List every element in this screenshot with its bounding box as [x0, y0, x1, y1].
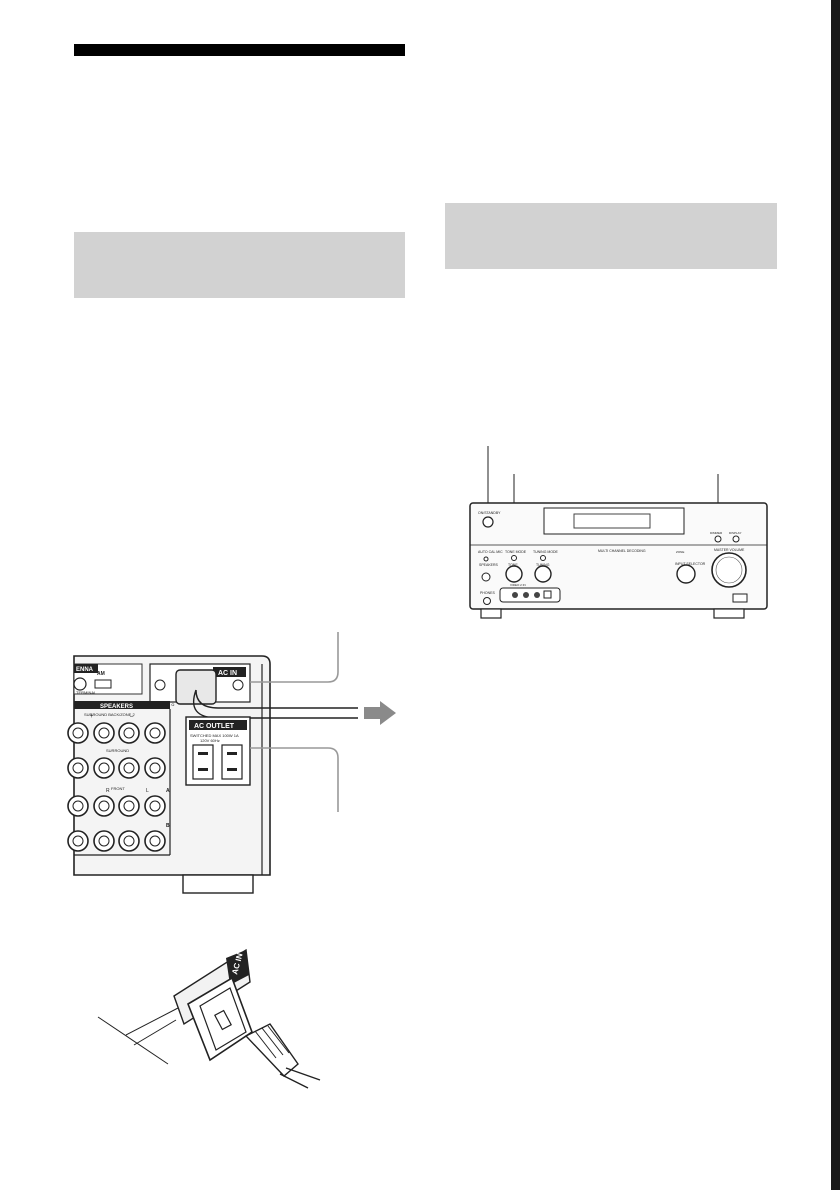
multi-channel-label: MULTI CHANNEL DECODING — [598, 549, 646, 553]
master-volume-label: MASTER VOLUME — [714, 548, 745, 552]
display-label: DISPLAY — [729, 531, 741, 535]
front-speakers-label: SPEAKERS — [479, 563, 499, 567]
front-b-label: B — [166, 823, 170, 829]
rear-ac-in-label: AC IN — [218, 670, 237, 677]
tuning-label: TUNING — [536, 563, 550, 567]
ac-outlet-label: AC OUTLET — [194, 723, 235, 730]
title-rule — [74, 44, 405, 56]
surround-back-label: SURROUND BACK/ZONE 2 — [84, 712, 135, 717]
l-label: L — [146, 788, 149, 794]
phones-label: PHONES — [480, 591, 495, 595]
tuning-mode-label: TUNING MODE — [533, 550, 559, 554]
input-selector-label: INPUT SELECTOR — [675, 562, 706, 566]
section-heading-band-right — [445, 203, 777, 269]
speaker-terminals — [67, 722, 166, 852]
tone-label: TONE — [508, 563, 518, 567]
ac-outlet-volt: 120V 60Hz — [200, 738, 220, 743]
terminal-label: TERMINAL — [76, 690, 97, 695]
antenna-label: ENNA — [76, 667, 94, 673]
front-label: FRONT — [111, 786, 125, 791]
video-label: VIDEO 2 IN — [510, 583, 526, 587]
am-label: AM — [97, 671, 105, 677]
plus-sign: + — [90, 714, 94, 720]
zone-label: ZONE — [676, 550, 684, 554]
r-label: R — [106, 788, 110, 794]
on-standby-label: ON/STANDBY — [478, 511, 501, 515]
speakers-label: SPEAKERS — [100, 704, 133, 710]
dimmer-label: DIMMER — [710, 531, 723, 535]
section-heading-band-left — [74, 232, 405, 298]
front-a-label: A — [166, 788, 170, 794]
tone-mode-label: TONE MODE — [505, 550, 527, 554]
page-edge-bar — [831, 0, 840, 1190]
ac-outlet-spec: SWITCHED MAX 100W 1A — [190, 733, 239, 738]
auto-cal-label: AUTO CAL MIC — [478, 550, 503, 554]
minus-sign: – — [130, 714, 134, 720]
surround-label: SURROUND — [106, 748, 129, 753]
